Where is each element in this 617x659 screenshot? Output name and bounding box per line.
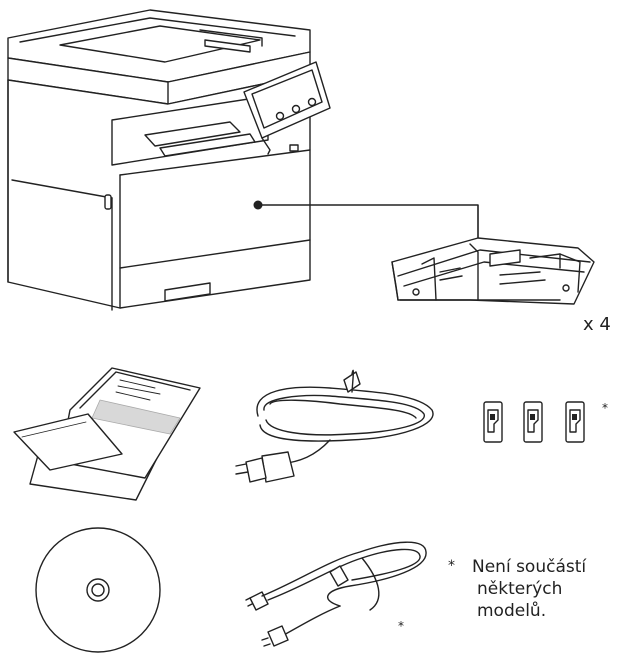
footnote: * Není součástí některých modelů. [448,556,613,622]
cd-rom-illustration [35,527,161,653]
footnote-marker: * [448,558,455,574]
labels-illustration [483,401,585,443]
toner-cartridge-illustration [391,237,595,305]
power-cord-illustration [235,369,434,483]
connector-line [253,200,479,247]
footnote-line-2: některých [477,579,563,599]
manuals-illustration [13,367,201,501]
control-panel-illustration [243,61,331,155]
footnote-line-3: modelů. [477,601,547,621]
toner-quantity-label: x 4 [583,314,611,335]
labels-asterisk: * [602,401,608,415]
footnote-line-1: Není součástí [472,557,587,577]
telephone-cable-asterisk: * [398,619,404,633]
printer-illustration [7,9,331,311]
telephone-cable-illustration [245,541,427,647]
